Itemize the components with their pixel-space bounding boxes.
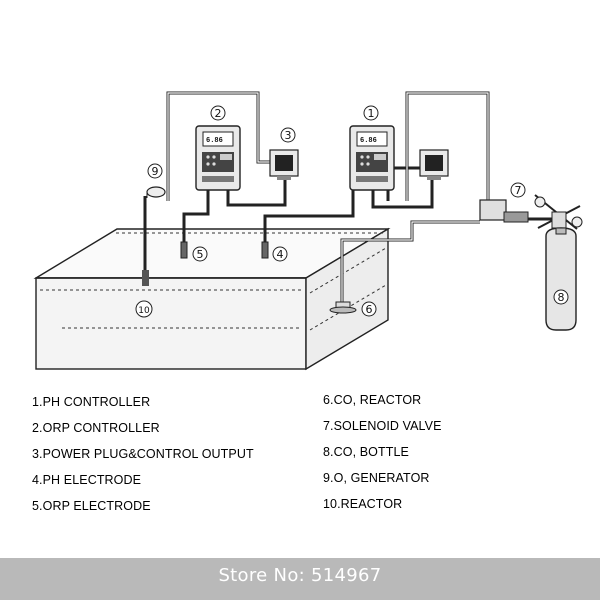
co2-bottle: [528, 194, 583, 331]
marker-6: 6: [361, 301, 377, 317]
power-plug-ph: [419, 149, 449, 180]
marker-2: 2: [210, 105, 226, 121]
marker-4: 4: [272, 246, 288, 262]
svg-text:10: 10: [138, 306, 150, 316]
ph-controller: 6.86: [349, 125, 395, 191]
orp-display-text: 6.86: [206, 137, 223, 145]
co2-reactor: [329, 301, 357, 314]
legend-item-orp-electrode: 5.ORP ELECTRODE: [32, 499, 151, 513]
ph-electrode: [261, 241, 269, 259]
svg-text:3: 3: [285, 129, 292, 142]
marker-8: 8: [553, 289, 569, 305]
solenoid-valve: [479, 199, 529, 223]
svg-text:8: 8: [558, 291, 565, 304]
legend-item-o2-generator: 9.O, GENERATOR: [323, 471, 430, 485]
svg-text:7: 7: [515, 184, 522, 197]
svg-text:9: 9: [152, 165, 159, 178]
legend-item-co2-bottle: 8.CO, BOTTLE: [323, 445, 409, 459]
marker-7: 7: [510, 182, 526, 198]
legend-item-power-plug: 3.POWER PLUG&CONTROL OUTPUT: [32, 447, 254, 461]
legend-item-co2-reactor: 6.CO, REACTOR: [323, 393, 422, 407]
legend-item-solenoid-valve: 7.SOLENOID VALVE: [323, 419, 442, 433]
marker-9: 9: [147, 163, 163, 179]
legend-left: 1.PH CONTROLLER 2.ORP CONTROLLER 3.POWER…: [32, 389, 254, 519]
o2-generator: [142, 186, 166, 286]
svg-text:1: 1: [368, 107, 375, 120]
legend-item-reactor: 10.REACTOR: [323, 497, 403, 511]
marker-10: 10: [135, 300, 153, 318]
svg-text:6: 6: [366, 303, 373, 316]
svg-text:5: 5: [197, 248, 204, 261]
orp-controller: 6.86: [195, 125, 241, 191]
legend-item-ph-controller: 1.PH CONTROLLER: [32, 395, 151, 409]
cable-inner: [167, 92, 489, 305]
svg-text:4: 4: [277, 248, 284, 261]
svg-text:2: 2: [215, 107, 222, 120]
legend-item-orp-controller: 2.ORP CONTROLLER: [32, 421, 160, 435]
legend-item-ph-electrode: 4.PH ELECTRODE: [32, 473, 142, 487]
marker-5: 5: [192, 246, 208, 262]
marker-1: 1: [363, 105, 379, 121]
ph-display-text: 6.86: [360, 137, 377, 145]
power-plug-orp: [269, 149, 299, 180]
store-banner: [0, 558, 600, 600]
reactor-tank: [33, 227, 391, 371]
orp-electrode: [180, 241, 188, 259]
store-number-text: Store No: 514967: [218, 565, 382, 586]
legend-right: 6.CO, REACTOR 7.SOLENOID VALVE 8.CO, BOT…: [323, 387, 442, 517]
marker-3: 3: [280, 127, 296, 143]
